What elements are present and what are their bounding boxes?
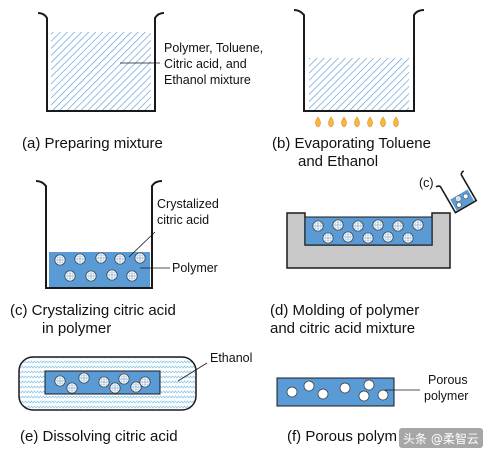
label-a-line1: Polymer, Toluene, xyxy=(164,41,263,55)
panel-c: Crystalized citric acid Polymer (c) Crys… xyxy=(10,180,219,337)
label-porous-line1: Porous xyxy=(428,373,468,387)
panel-e: Ethanol (e) Dissolving citric acid xyxy=(18,351,252,445)
pouring-beaker xyxy=(435,170,478,214)
flame-icon xyxy=(315,116,399,128)
leader-crystal xyxy=(128,231,156,258)
beaker-b xyxy=(293,9,425,112)
label-crystal-line2: citric acid xyxy=(157,213,209,227)
label-a-line3: Ethanol mixture xyxy=(164,73,251,87)
beaker-c xyxy=(35,180,163,289)
caption-d-line2: and citric acid mixture xyxy=(270,320,415,337)
caption-c-line1: (c) Crystalizing citric acid xyxy=(10,302,176,319)
label-ethanol: Ethanol xyxy=(210,351,252,365)
panel-f: Porous polymer (f) Porous polym xyxy=(276,373,468,445)
label-a-line2: Citric acid, and xyxy=(164,57,247,71)
caption-d-line1: (d) Molding of polymer xyxy=(270,302,419,319)
caption-a: (a) Preparing mixture xyxy=(22,135,163,152)
caption-e: (e) Dissolving citric acid xyxy=(20,428,178,445)
watermark-text: 头条 @柔智云 xyxy=(403,431,479,446)
panel-b: (b) Evaporating Toluene and Ethanol xyxy=(272,9,431,170)
label-polymer: Polymer xyxy=(172,261,218,275)
watermark: 头条 @柔智云 xyxy=(399,428,483,448)
beaker-a xyxy=(37,12,165,112)
tag-c: (c) xyxy=(419,176,434,190)
caption-b-line2: and Ethanol xyxy=(298,153,378,170)
caption-b-line1: (b) Evaporating Toluene xyxy=(272,135,431,152)
panel-d: (c) (d) Molding of polymer and citric ac… xyxy=(270,170,478,337)
panel-a: Polymer, Toluene, Citric acid, and Ethan… xyxy=(22,12,263,152)
leader-ethanol xyxy=(177,362,208,382)
caption-c-line2: in polymer xyxy=(42,320,111,337)
caption-f: (f) Porous polym xyxy=(287,428,397,445)
beaker-a-liquid xyxy=(51,32,151,110)
beaker-b-liquid xyxy=(309,58,409,110)
label-crystal-line1: Crystalized xyxy=(157,197,219,211)
label-porous-line2: polymer xyxy=(424,389,468,403)
